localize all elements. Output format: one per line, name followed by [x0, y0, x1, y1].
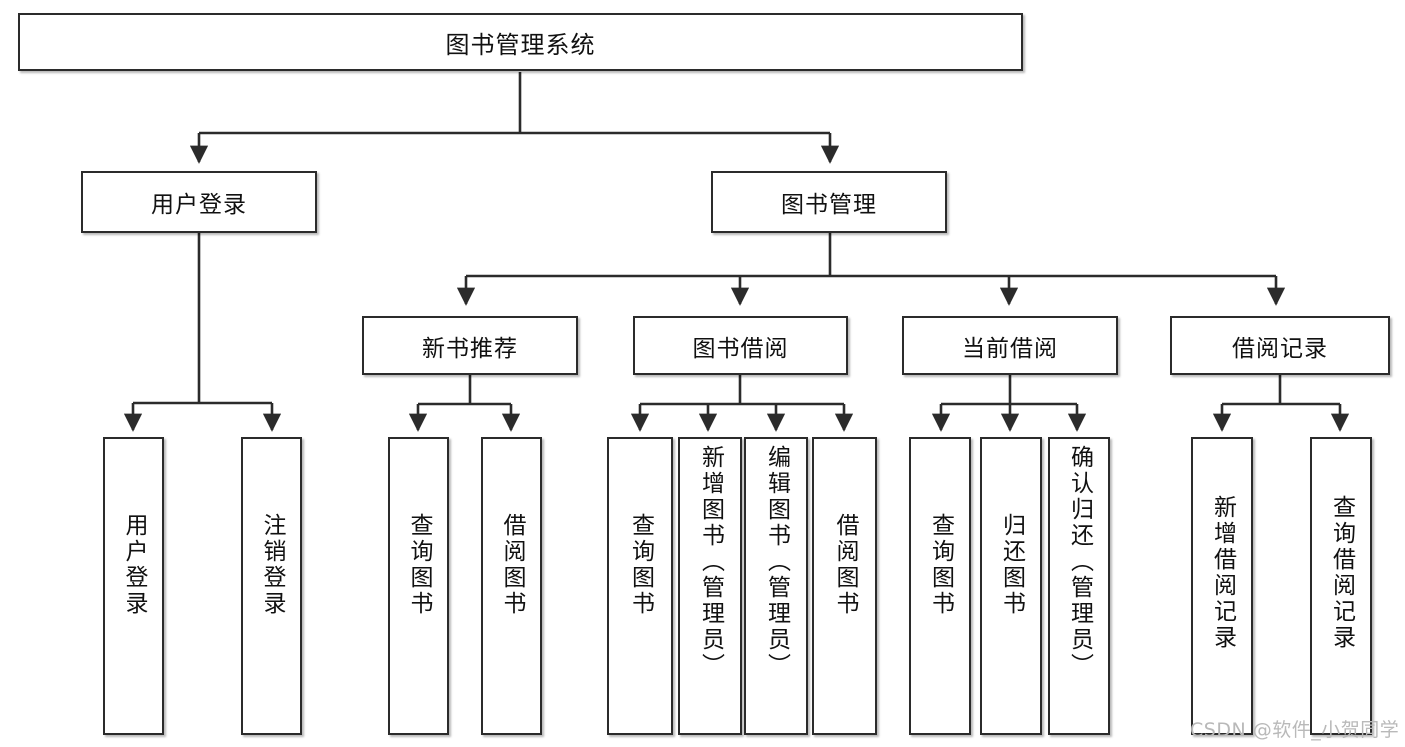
node-label: 当前借阅 [962, 335, 1058, 362]
node-label: 图书管理系统 [445, 30, 596, 59]
node-book-management[interactable]: 图书管理 [711, 171, 947, 233]
node-label: 用户登录 [151, 192, 247, 218]
node-user-login[interactable]: 用户登录 [81, 171, 317, 233]
node-label: 借阅图书 [832, 513, 858, 617]
node-label: 注销登录 [259, 513, 285, 617]
node-label: 编辑图书（管理员） [763, 445, 790, 679]
node-label: 图书管理 [781, 192, 877, 218]
node-label: 用户登录 [121, 513, 147, 617]
node-label: 查询图书 [406, 513, 432, 617]
leaf-add-book-admin[interactable]: 新增图书（管理员） [678, 437, 742, 735]
node-label: 查询图书 [927, 513, 954, 617]
leaf-edit-book-admin[interactable]: 编辑图书（管理员） [744, 437, 808, 735]
node-new-book-recommend[interactable]: 新书推荐 [362, 316, 578, 375]
leaf-user-login[interactable]: 用户登录 [103, 437, 164, 735]
leaf-user-logout[interactable]: 注销登录 [241, 437, 302, 735]
node-label: 图书借阅 [692, 335, 789, 362]
node-label: 借阅记录 [1232, 335, 1328, 362]
leaf-borrow-book[interactable]: 借阅图书 [812, 437, 877, 735]
node-label: 新书推荐 [422, 335, 518, 362]
node-borrow-records[interactable]: 借阅记录 [1170, 316, 1390, 375]
leaf-borrow-book-recommend[interactable]: 借阅图书 [481, 437, 542, 735]
node-label: 查询图书 [627, 513, 654, 617]
node-label: 查询借阅记录 [1328, 495, 1355, 651]
node-label: 确认归还（管理员） [1066, 445, 1093, 679]
node-label: 新增借阅记录 [1209, 495, 1236, 651]
leaf-query-book[interactable]: 查询图书 [607, 437, 673, 735]
leaf-query-book-recommend[interactable]: 查询图书 [388, 437, 449, 735]
node-label: 借阅图书 [499, 513, 525, 617]
leaf-confirm-return-admin[interactable]: 确认归还（管理员） [1048, 437, 1110, 735]
node-label: 归还图书 [998, 513, 1025, 617]
node-label: 新增图书（管理员） [697, 445, 724, 679]
node-root[interactable]: 图书管理系统 [18, 13, 1023, 71]
leaf-return-book[interactable]: 归还图书 [980, 437, 1042, 735]
node-book-borrow[interactable]: 图书借阅 [633, 316, 848, 375]
leaf-add-borrow-record[interactable]: 新增借阅记录 [1191, 437, 1253, 735]
node-current-borrow[interactable]: 当前借阅 [902, 316, 1118, 375]
leaf-query-borrow-record[interactable]: 查询借阅记录 [1310, 437, 1372, 735]
leaf-query-book-current[interactable]: 查询图书 [909, 437, 971, 735]
